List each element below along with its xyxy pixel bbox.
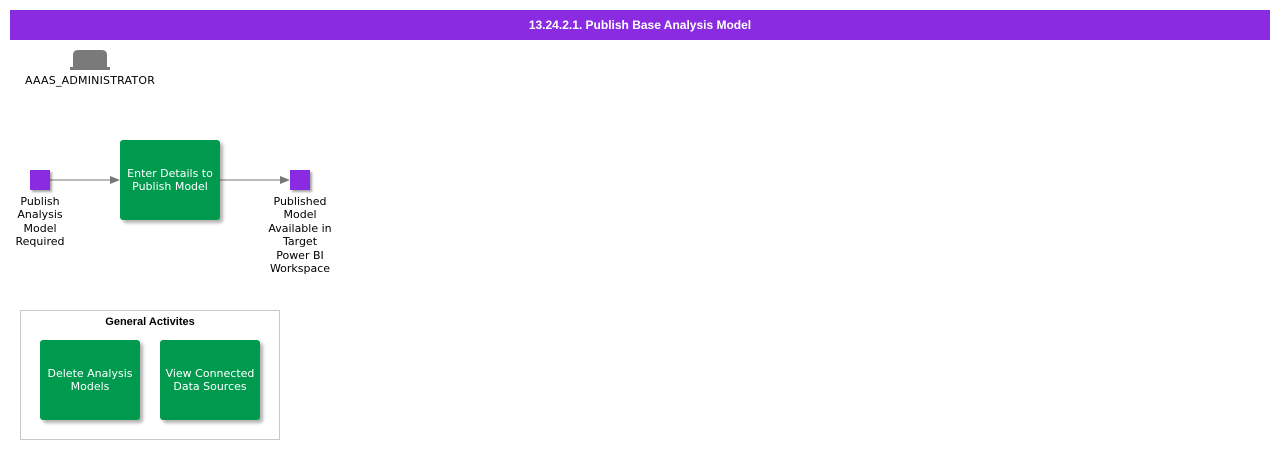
start-event[interactable]: [30, 170, 50, 190]
start-event-label: Publish Analysis Model Required: [15, 195, 65, 249]
end-event[interactable]: [290, 170, 310, 190]
general-activities-group: General Activites: [20, 310, 280, 440]
diagram-title: 13.24.2.1. Publish Base Analysis Model: [10, 10, 1270, 40]
task-enter-details[interactable]: Enter Details to Publish Model: [120, 140, 220, 220]
end-event-label: Published Model Available in Target Powe…: [268, 195, 332, 276]
role-hat-icon: [70, 50, 110, 70]
general-activities-title: General Activites: [105, 316, 195, 328]
task-view-connected-data-sources[interactable]: View Connected Data Sources: [160, 340, 260, 420]
task-delete-analysis-models[interactable]: Delete Analysis Models: [40, 340, 140, 420]
role-label: AAAS_ADMINISTRATOR: [24, 74, 156, 87]
